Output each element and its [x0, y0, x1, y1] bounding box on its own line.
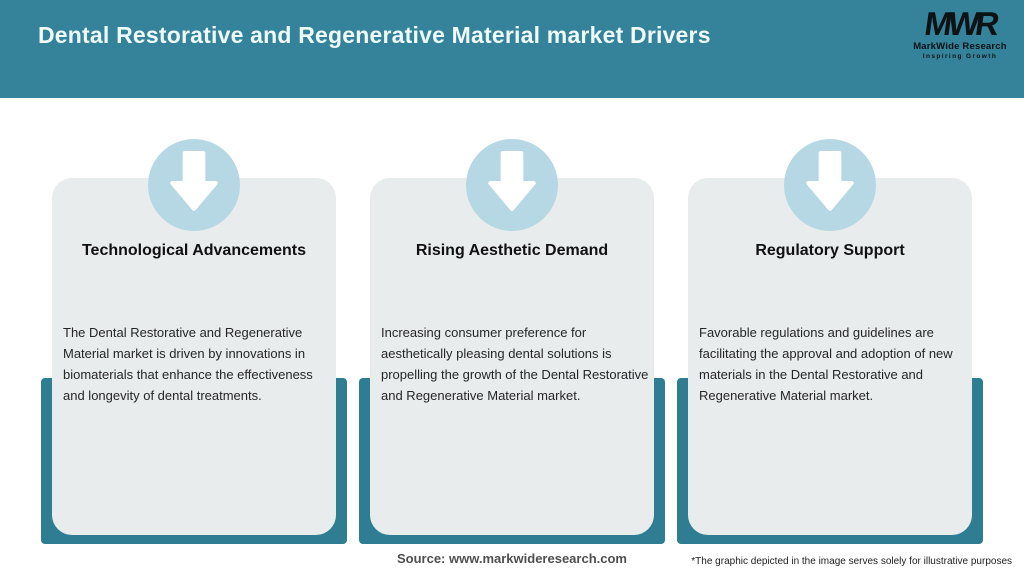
driver-card-technological-advancements: Technological Advancements The Dental Re… — [52, 178, 336, 535]
logo-name: MarkWide Research — [913, 41, 1007, 52]
source-text: Source: www.markwideresearch.com — [396, 551, 627, 566]
down-arrow-icon — [170, 151, 218, 211]
header-banner: Dental Restorative and Regenerative Mate… — [0, 0, 1024, 98]
icon-badge — [466, 139, 558, 231]
card-description: Increasing consumer preference for aesth… — [381, 325, 649, 403]
card-title: Rising Aesthetic Demand — [415, 242, 609, 259]
logo-tagline: Inspiring Growth — [922, 53, 998, 60]
driver-card-rising-aesthetic-demand: Rising Aesthetic Demand Increasing consu… — [370, 178, 654, 535]
icon-badge — [148, 139, 240, 231]
card-description: The Dental Restorative and Regenerative … — [63, 325, 313, 403]
card-title: Regulatory Support — [755, 242, 905, 259]
down-arrow-icon — [488, 151, 536, 211]
down-arrow-icon — [806, 151, 854, 211]
card-description: Favorable regulations and guidelines are… — [699, 325, 953, 403]
logo-acronym: MWR — [922, 5, 998, 42]
icon-badge — [784, 139, 876, 231]
disclaimer-text: *The graphic depicted in the image serve… — [691, 556, 1012, 567]
driver-card-regulatory-support: Regulatory Support Favorable regulations… — [688, 178, 972, 535]
markwide-logo: MWR MarkWide Research Inspiring Growth — [908, 5, 1012, 60]
page-title: Dental Restorative and Regenerative Mate… — [38, 22, 711, 48]
card-title: Technological Advancements — [81, 242, 307, 259]
